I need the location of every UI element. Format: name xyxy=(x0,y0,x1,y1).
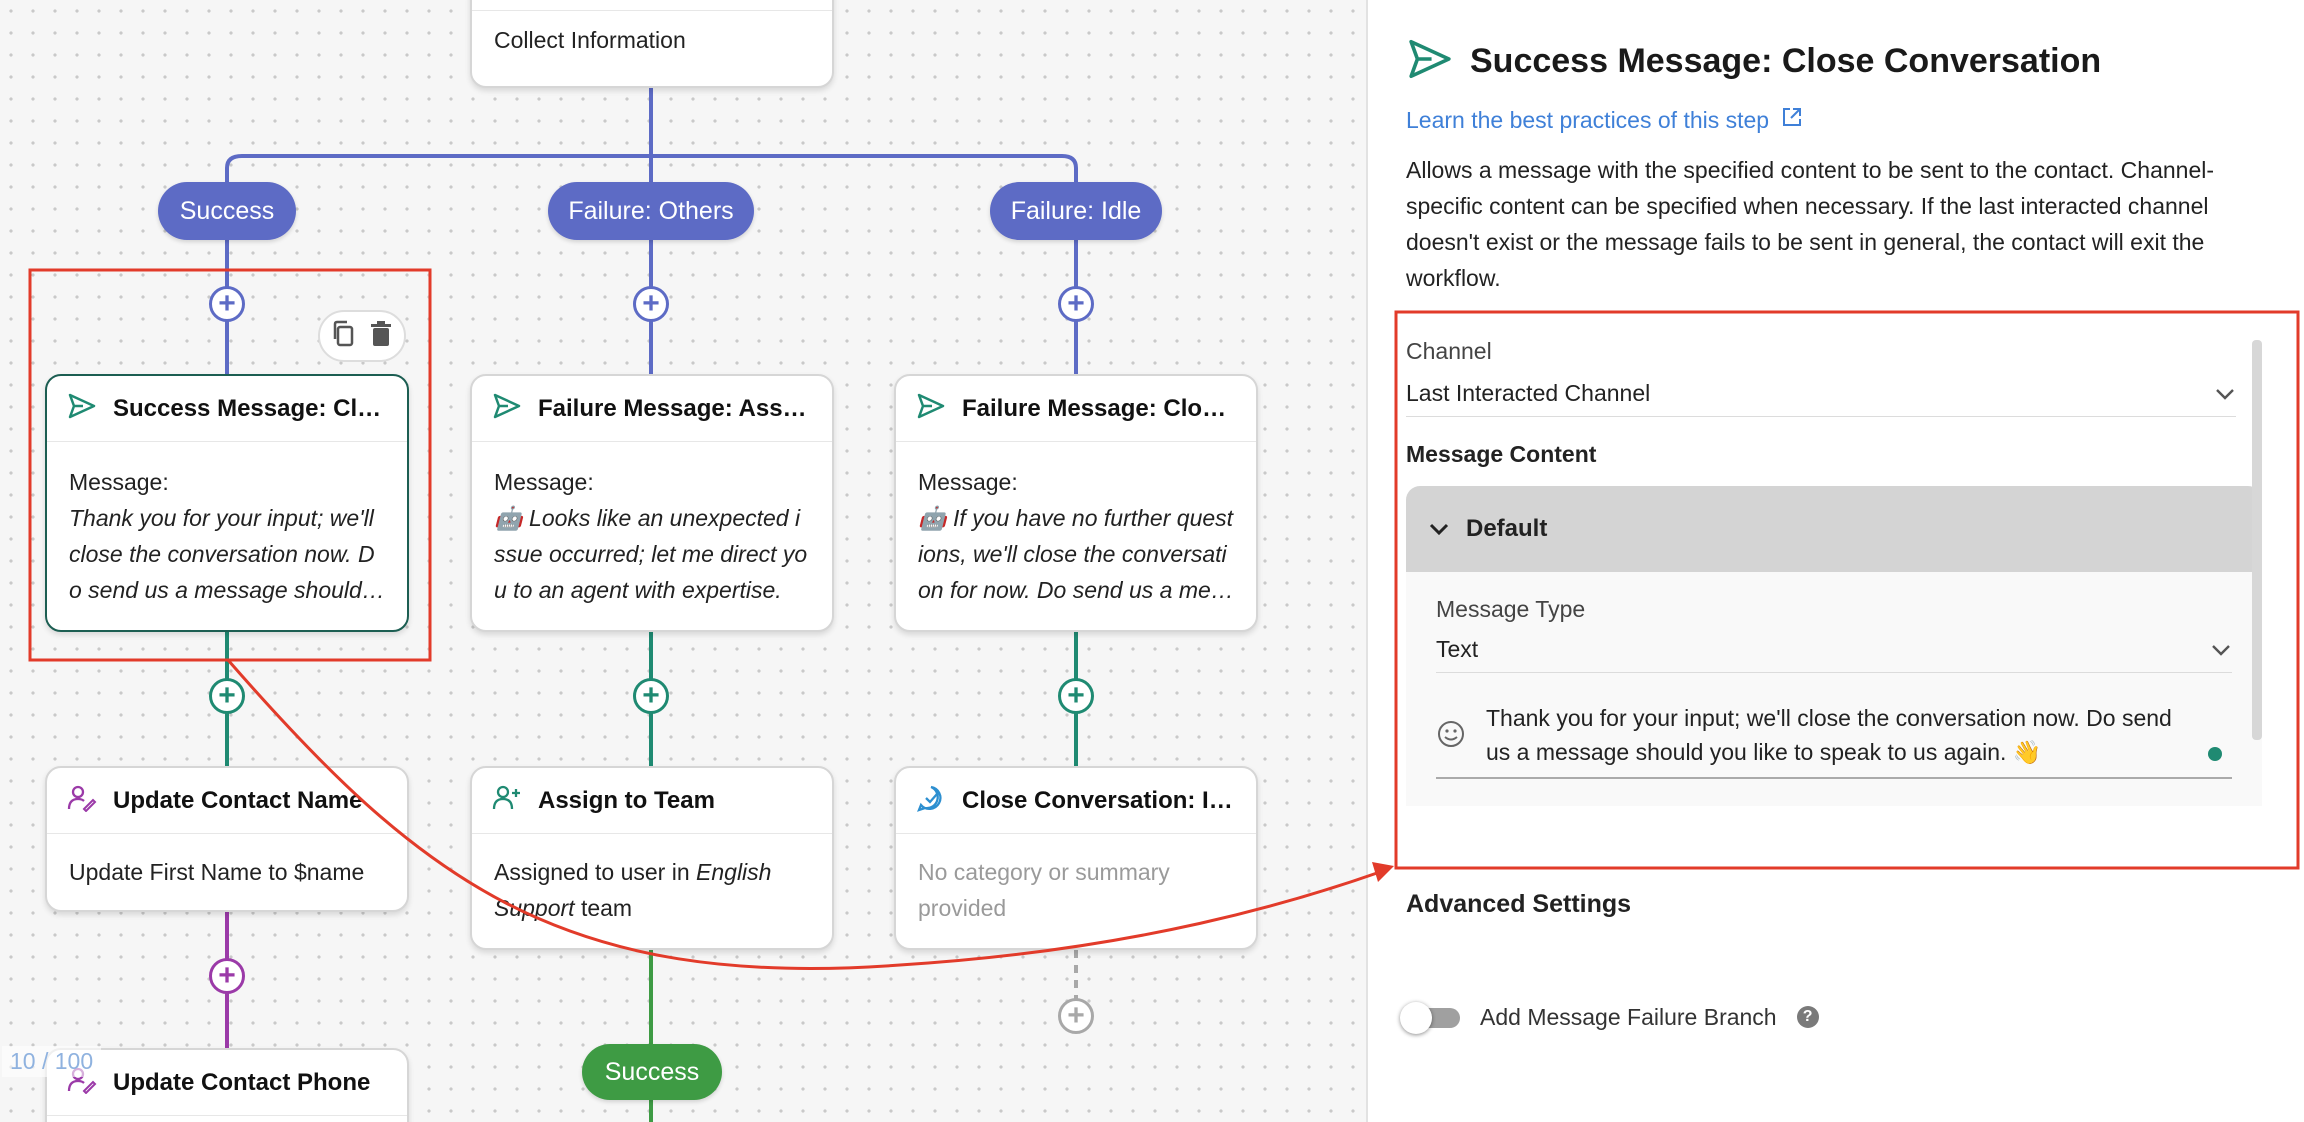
best-practices-link[interactable]: Learn the best practices of this step xyxy=(1406,106,2268,134)
send-icon xyxy=(916,392,946,425)
step-description: Allows a message with the specified cont… xyxy=(1406,157,2215,291)
external-link-icon xyxy=(1781,106,1803,134)
channel-value: Last Interacted Channel xyxy=(1406,380,1651,406)
message-preview: 🤖 Looks like an unexpected issue occurre… xyxy=(494,505,808,603)
best-practices-link-label: Learn the best practices of this step xyxy=(1406,106,1770,133)
user-edit-icon xyxy=(67,784,97,817)
failure-assign-message-node[interactable]: Failure Message: Assign… Message: 🤖 Look… xyxy=(470,374,834,632)
node-description: No category or summary provided xyxy=(918,859,1170,921)
failure-close-message-node[interactable]: Failure Message: Close … Message: 🤖 If y… xyxy=(894,374,1258,632)
branch-failure-idle[interactable]: Failure: Idle xyxy=(990,182,1162,240)
accordion-label: Default xyxy=(1466,515,1548,542)
message-type-select[interactable]: Text xyxy=(1436,627,2232,673)
add-step-button[interactable]: + xyxy=(209,286,245,322)
message-type-value: Text xyxy=(1436,636,1479,662)
failure-branch-row: Add Message Failure Branch ? xyxy=(1400,1002,1819,1034)
send-icon xyxy=(67,392,97,425)
node-title: Update Contact Phone xyxy=(113,1068,371,1096)
node-description: Assigned to user in English Support team xyxy=(472,834,832,948)
copy-icon[interactable] xyxy=(331,320,357,353)
message-label: Message: xyxy=(918,469,1018,495)
message-label: Message: xyxy=(69,469,169,495)
branch-success[interactable]: Success xyxy=(158,182,296,240)
chevron-down-icon xyxy=(1428,515,1450,543)
message-text-field[interactable]: Thank you for your input; we'll close th… xyxy=(1436,701,2232,779)
node-title: Update Contact Name xyxy=(113,786,363,814)
failure-branch-label: Add Message Failure Branch xyxy=(1480,1003,1777,1030)
message-config: Channel Last Interacted Channel Message … xyxy=(1406,314,2286,870)
node-toolbar xyxy=(318,310,406,362)
node-title: Assign to Team xyxy=(538,786,715,814)
assign-text: Assigned to user in xyxy=(494,859,697,885)
message-preview: Thank you for your input; we'll close th… xyxy=(69,505,380,603)
zoom-counter: 10 / 100 xyxy=(2,1046,102,1077)
branch-failure-others[interactable]: Failure: Others xyxy=(548,182,754,240)
panel-title: Success Message: Close Conversation xyxy=(1470,41,2102,80)
collect-information-label: Collect Information xyxy=(472,10,832,70)
add-step-button[interactable]: + xyxy=(209,678,245,714)
add-step-button[interactable]: + xyxy=(209,958,245,994)
collect-information-node[interactable]: Collect Information xyxy=(470,0,834,88)
branch-success-bottom[interactable]: Success xyxy=(582,1044,722,1100)
status-dot xyxy=(2208,747,2222,761)
node-title: Success Message: Clos… xyxy=(113,394,387,422)
channel-label: Channel xyxy=(1406,338,1492,364)
assign-to-team-node[interactable]: Assign to Team Assigned to user in Engli… xyxy=(470,766,834,950)
default-accordion-header[interactable]: Default xyxy=(1406,486,2262,572)
send-icon xyxy=(1406,37,1454,86)
message-preview: 🤖 If you have no further questions, we'l… xyxy=(918,505,1234,603)
workflow-canvas[interactable]: Collect Information Success Failure: Oth… xyxy=(0,0,1368,1122)
channel-select[interactable]: Last Interacted Channel xyxy=(1406,371,2236,417)
node-description: Update First Name to $name xyxy=(69,859,365,885)
scrollbar[interactable] xyxy=(2252,340,2262,740)
user-add-icon xyxy=(492,784,522,817)
step-settings-panel: Success Message: Close Conversation Lear… xyxy=(1370,0,2304,1122)
node-title: Failure Message: Assign… xyxy=(538,394,812,422)
node-title: Failure Message: Close … xyxy=(962,394,1236,422)
add-step-button[interactable]: + xyxy=(1058,286,1094,322)
update-contact-name-node[interactable]: Update Contact Name Update First Name to… xyxy=(45,766,409,912)
node-title: Close Conversation: Idle xyxy=(962,786,1236,814)
add-step-button[interactable]: + xyxy=(633,286,669,322)
assign-text-suffix: team xyxy=(574,895,633,921)
default-accordion-body: Message Type Text Thank you for your inp… xyxy=(1406,572,2262,806)
help-icon[interactable]: ? xyxy=(1796,1006,1819,1028)
toggle-knob xyxy=(1400,1002,1432,1034)
add-step-button[interactable]: + xyxy=(1058,678,1094,714)
failure-branch-toggle[interactable] xyxy=(1400,1002,1460,1034)
success-message-node[interactable]: Success Message: Clos… Message: Thank yo… xyxy=(45,374,409,632)
chevron-down-icon xyxy=(2214,380,2236,407)
close-conversation-idle-node[interactable]: Close Conversation: Idle No category or … xyxy=(894,766,1258,950)
message-type-label: Message Type xyxy=(1436,596,1586,622)
add-step-button[interactable]: + xyxy=(1058,998,1094,1034)
add-step-button[interactable]: + xyxy=(633,678,669,714)
advanced-settings-heading: Advanced Settings xyxy=(1406,890,1632,918)
message-content-label: Message Content xyxy=(1406,441,1597,467)
close-chat-icon xyxy=(916,784,946,817)
message-text: Thank you for your input; we'll close th… xyxy=(1486,705,2172,765)
chevron-down-icon xyxy=(2210,636,2232,663)
trash-icon[interactable] xyxy=(369,320,393,353)
smiley-icon[interactable] xyxy=(1436,719,1466,754)
send-icon xyxy=(492,392,522,425)
message-label: Message: xyxy=(494,469,594,495)
